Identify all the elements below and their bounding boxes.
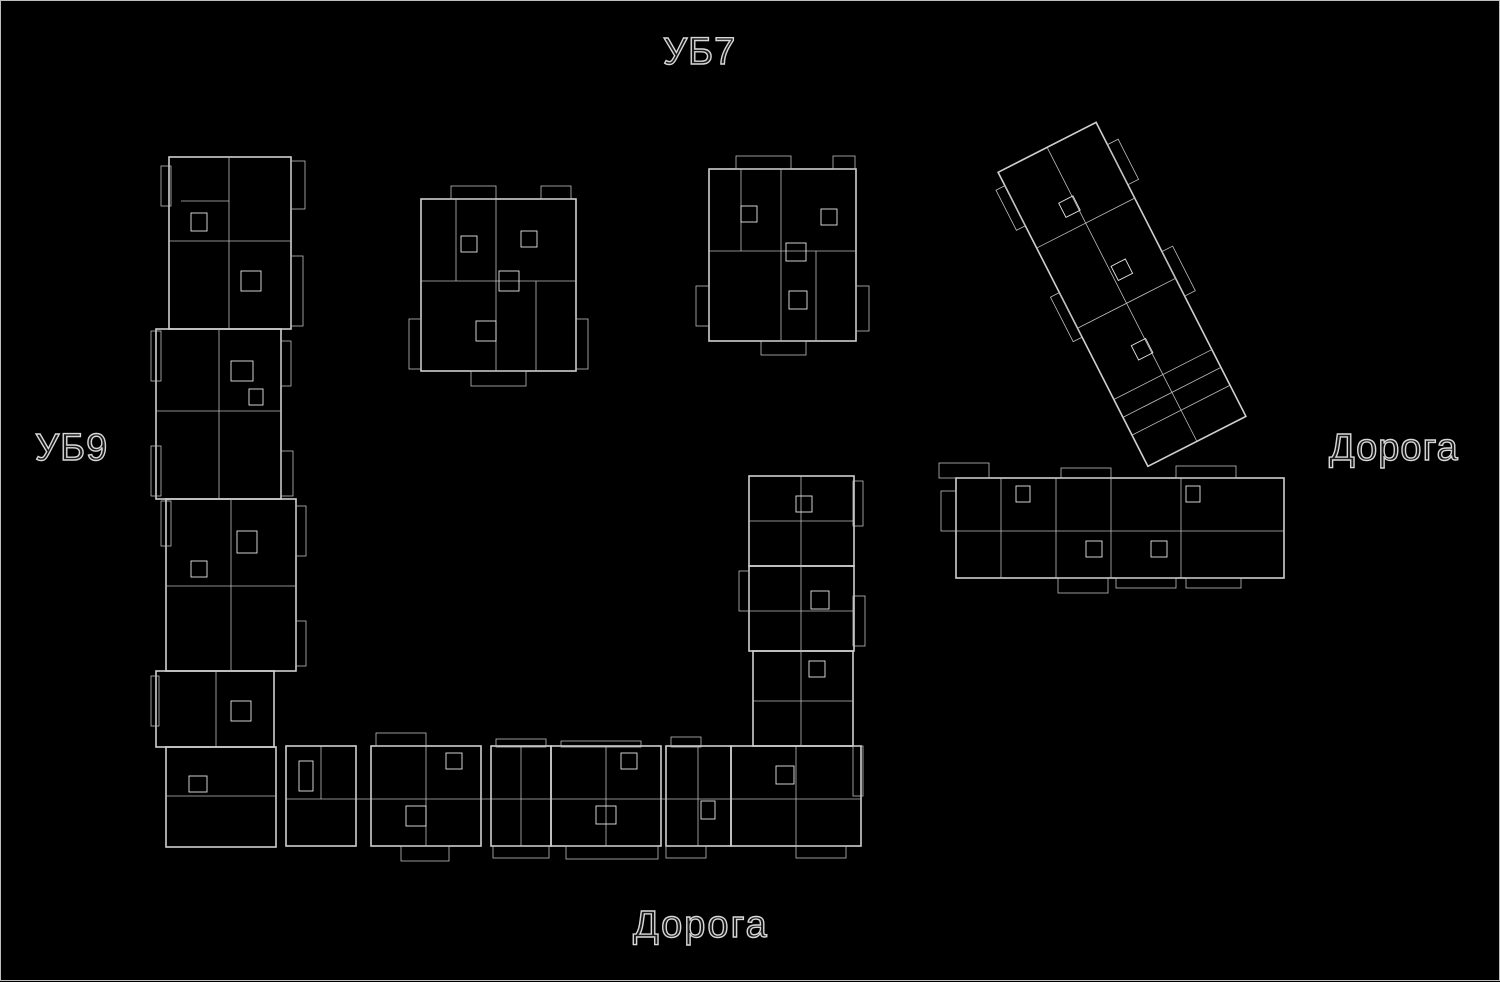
label-road-south: Дорога <box>632 904 769 946</box>
south-wing <box>285 732 862 862</box>
building-l-shaped <box>150 156 866 862</box>
label-ub7: УБ7 <box>662 31 737 73</box>
building-angled <box>995 121 1247 468</box>
building-tower-2 <box>695 155 870 356</box>
west-wing <box>150 156 307 848</box>
east-wing <box>738 475 866 797</box>
label-ub9: УБ9 <box>34 427 109 469</box>
building-east-bar <box>938 462 1285 594</box>
building-tower-1 <box>408 185 589 387</box>
label-road-east: Дорога <box>1328 427 1459 469</box>
